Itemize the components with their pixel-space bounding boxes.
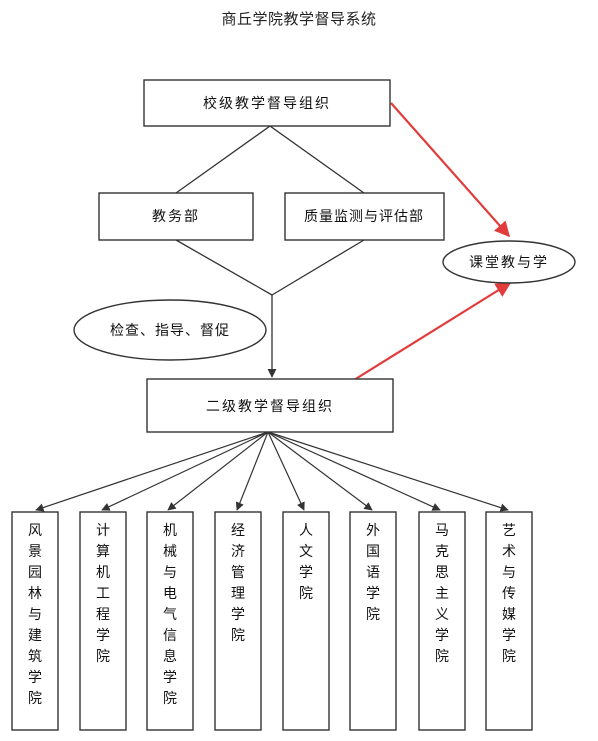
node-quality-label: 质量监测与评估部 bbox=[304, 209, 424, 225]
diagram-title: 商丘学院教学督导系统 bbox=[221, 10, 377, 28]
fanout-arrow-2 bbox=[101, 431, 269, 511]
college-box: 艺术与传媒学院 bbox=[485, 511, 533, 731]
fanout-arrow-4 bbox=[235, 431, 269, 511]
node-classroom-label: 课堂教与学 bbox=[469, 255, 549, 271]
node-school-label: 校级教学督导组织 bbox=[203, 95, 331, 112]
fanout-arrow-6 bbox=[267, 431, 373, 511]
fanout-arrow-3 bbox=[167, 431, 269, 511]
college-label: 马克思主义学院 bbox=[435, 523, 449, 665]
fanout-arrow-7 bbox=[267, 431, 441, 511]
connector-school-to-academic bbox=[175, 125, 271, 194]
node-inspection: 检查、指导、督促 bbox=[73, 299, 267, 361]
college-box: 经济管理学院 bbox=[214, 511, 262, 731]
node-school-level: 校级教学督导组织 bbox=[143, 79, 391, 127]
college-label: 人文学院 bbox=[299, 523, 313, 602]
college-box: 外国语学院 bbox=[349, 511, 397, 731]
node-academic-label: 教务部 bbox=[152, 209, 200, 225]
fanout-arrows bbox=[35, 431, 509, 512]
college-box: 机械与电气信息学院 bbox=[146, 511, 194, 731]
node-quality-monitoring: 质量监测与评估部 bbox=[284, 192, 445, 241]
college-label: 艺术与传媒学院 bbox=[502, 523, 516, 665]
college-box: 计算机工程学院 bbox=[79, 511, 127, 731]
college-box: 风景园林与建筑学院 bbox=[11, 511, 59, 731]
college-label: 外国语学院 bbox=[366, 523, 380, 623]
fanout-arrow-1 bbox=[35, 431, 269, 512]
connector-quality-to-merge bbox=[271, 239, 365, 296]
node-classroom: 课堂教与学 bbox=[442, 240, 576, 284]
connector-school-to-quality bbox=[269, 125, 365, 194]
fanout-arrow-5 bbox=[267, 431, 305, 511]
node-academic-affairs: 教务部 bbox=[98, 192, 254, 241]
college-label: 风景园林与建筑学院 bbox=[28, 523, 42, 707]
connector-academic-to-merge bbox=[175, 239, 273, 296]
college-label: 经济管理学院 bbox=[231, 523, 245, 644]
fanout-arrow-8 bbox=[267, 431, 509, 512]
node-secondary-level: 二级教学督导组织 bbox=[146, 378, 394, 433]
college-boxes: 风景园林与建筑学院 计算机工程学院 机械与电气信息学院 经济管理学院 人文学院 外国语学院… bbox=[11, 511, 533, 731]
college-label: 机械与电气信息学院 bbox=[163, 523, 177, 707]
college-box: 马克思主义学院 bbox=[418, 511, 466, 731]
node-secondary-label: 二级教学督导组织 bbox=[206, 399, 334, 415]
red-arrow-school-to-classroom bbox=[390, 102, 511, 238]
college-label: 计算机工程学院 bbox=[96, 523, 110, 665]
node-inspection-label: 检查、指导、督促 bbox=[110, 323, 230, 339]
college-box: 人文学院 bbox=[282, 511, 330, 731]
red-arrow-secondary-to-classroom bbox=[353, 282, 512, 381]
